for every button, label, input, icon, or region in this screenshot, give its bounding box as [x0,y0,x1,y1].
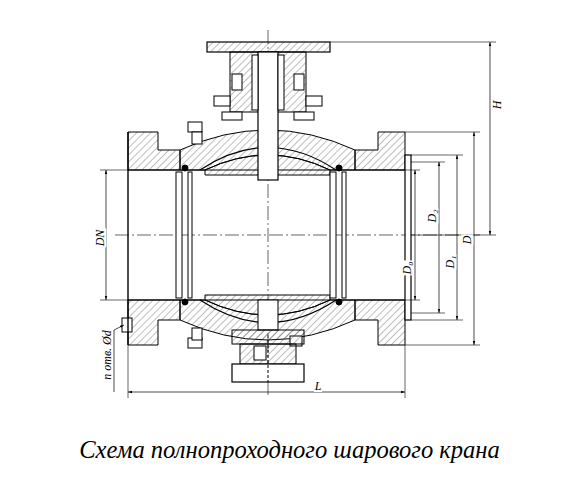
caption: Схема полнопроходного шарового крана [0,436,579,464]
flange-wall [355,300,405,345]
dimension-label: DN [94,229,106,248]
dimension-label: H [491,100,503,111]
hole-callout: n отв. Ød [101,329,113,381]
dimension-label: D₂ [426,209,438,224]
dimension-label: L [314,380,323,392]
dimension-label: D₁ [444,255,456,270]
stem [258,52,278,180]
flange-wall [128,132,180,170]
dimension-label: D₀ [401,261,413,276]
flange-wall [355,132,405,170]
flange-wall [128,300,180,345]
dimension-label: D [461,235,473,246]
mounting-flange [207,42,330,52]
